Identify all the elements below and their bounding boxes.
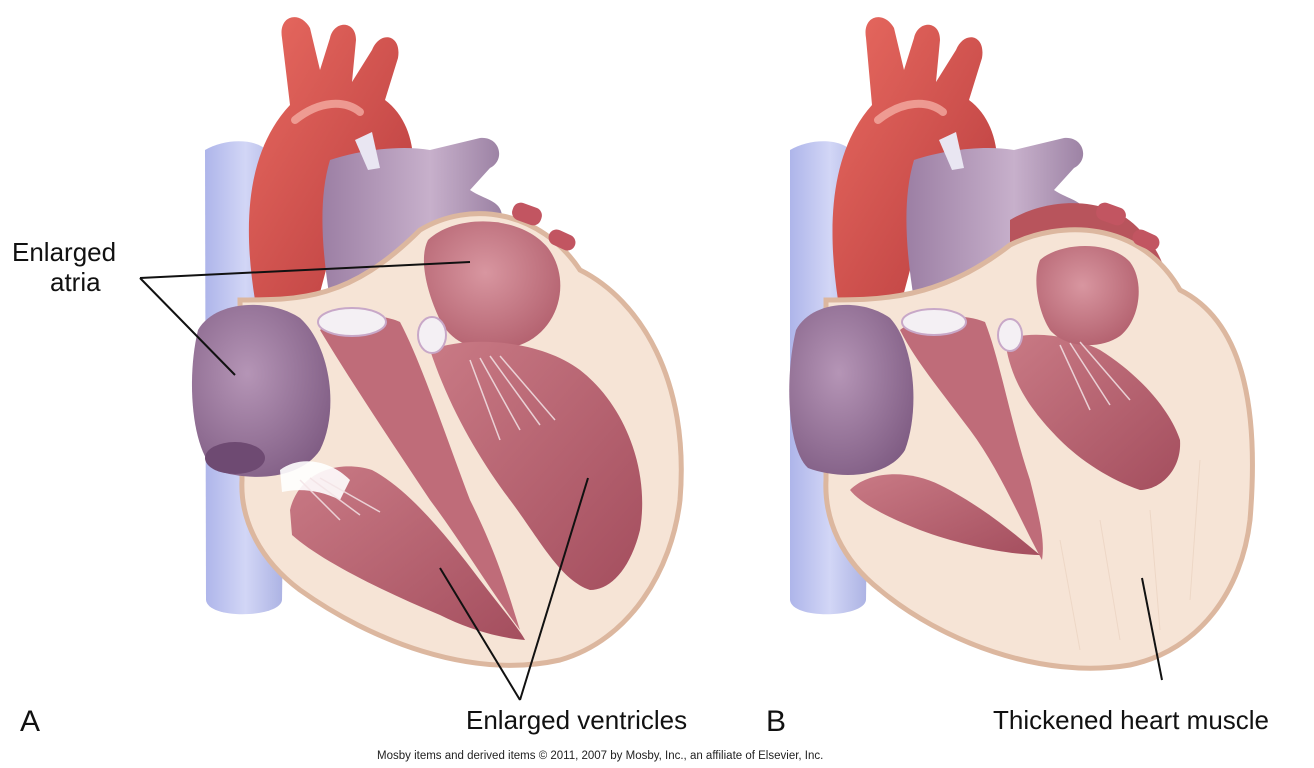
enlarged-atria-label: Enlarged atria (12, 238, 116, 298)
copyright-credit: Mosby items and derived items © 2011, 20… (377, 750, 823, 762)
enlarged-atria-label-line2: atria (12, 268, 116, 298)
right-atrium-b (789, 305, 913, 475)
left-atrium-b (1036, 246, 1138, 345)
heart-b (789, 17, 1252, 668)
heart-a (192, 17, 681, 665)
enlarged-atria-label-line1: Enlarged (12, 238, 116, 268)
panel-a-label: A (20, 707, 40, 737)
enlarged-ventricles-label: Enlarged ventricles (466, 706, 687, 736)
panel-b-label: B (766, 707, 786, 737)
thickened-heart-muscle-label: Thickened heart muscle (993, 706, 1269, 736)
